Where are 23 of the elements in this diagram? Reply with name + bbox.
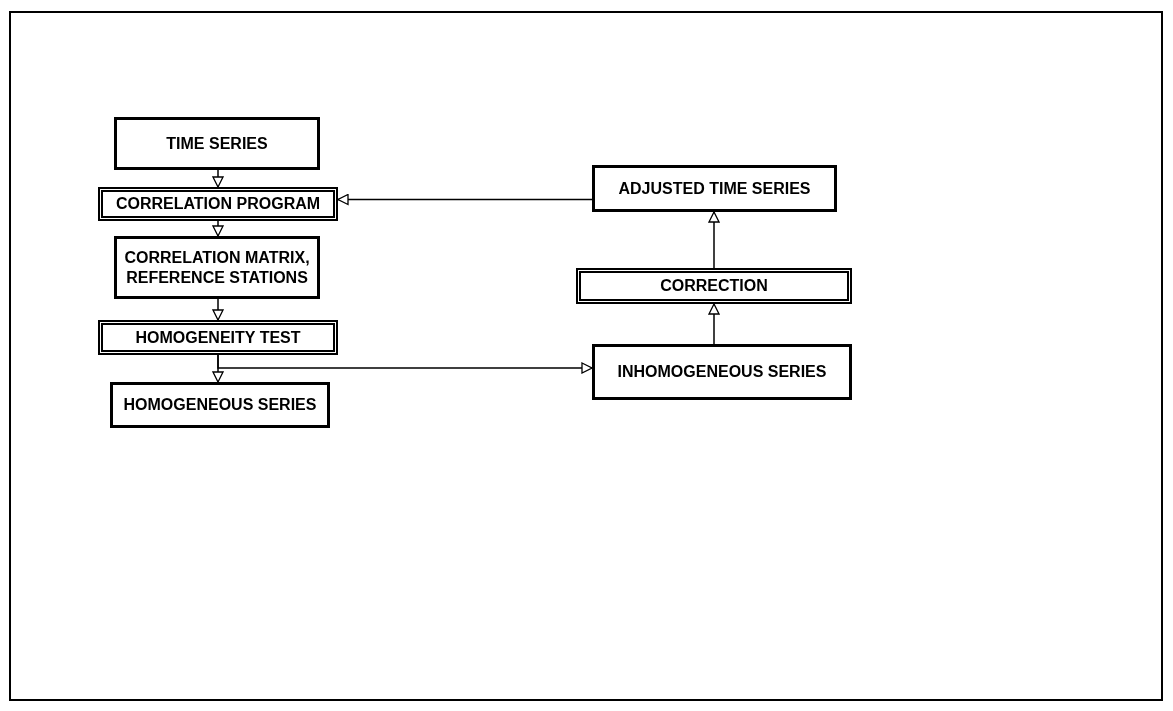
process-box (98, 320, 338, 355)
box-label: CORRELATION PROGRAM (115, 194, 321, 214)
arrow (708, 303, 720, 345)
arrow (212, 169, 224, 188)
box-label: INHOMOGENEOUS SERIES (617, 362, 827, 382)
arrow (212, 220, 224, 237)
box-label: CORRECTION (660, 276, 768, 296)
box-label: CORRELATION MATRIX, REFERENCE STATIONS (123, 248, 311, 287)
process-box (98, 187, 338, 221)
process-box (110, 382, 330, 428)
arrow (217, 354, 593, 374)
process-box (576, 268, 852, 304)
arrow (708, 211, 720, 269)
arrow (337, 193, 593, 206)
box-label: ADJUSTED TIME SERIES (618, 178, 811, 199)
process-box (114, 236, 320, 299)
process-box (592, 165, 837, 212)
arrow (212, 298, 224, 321)
box-label: HOMOGENEOUS SERIES (123, 395, 317, 415)
process-box (114, 117, 320, 170)
process-box (592, 344, 852, 400)
box-label: TIME SERIES (166, 133, 268, 154)
box-label: HOMOGENEITY TEST (135, 327, 301, 348)
